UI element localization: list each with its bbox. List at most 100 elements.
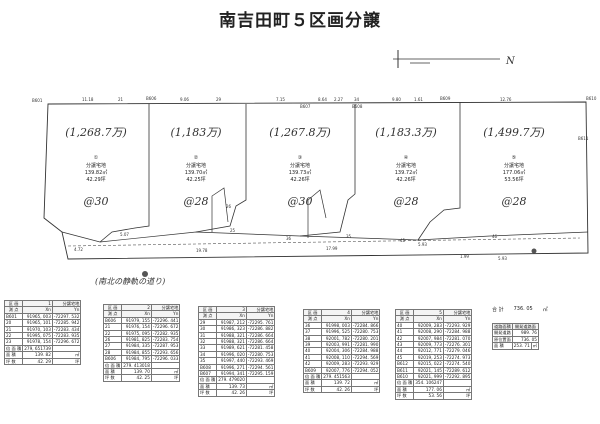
- point-label: 36: [286, 236, 292, 241]
- table-cell: 91987, 212: [216, 318, 247, 327]
- table-cell: 91996, 020: [216, 350, 247, 359]
- summary-header-cell: 開発道路面: [511, 322, 539, 331]
- dimension-label: 1.99: [460, 254, 469, 259]
- table-cell: 坪 数: [3, 357, 24, 366]
- table-cell: 92007, 984: [413, 334, 444, 343]
- table-cell: 91981, 825: [121, 335, 152, 344]
- table-cell: 91965, 101: [22, 319, 53, 327]
- lot-unit-price-note: @28: [394, 195, 419, 208]
- dimension-label: 17.99: [326, 246, 338, 251]
- table-cell: 倍 面 積: [3, 344, 24, 353]
- table-cell: 倍 面 積: [102, 361, 123, 370]
- summary-cell: 開発道路: [492, 329, 513, 337]
- lot-area: 139.72㎡: [395, 169, 418, 176]
- table-cell: -72296. 033: [150, 355, 181, 363]
- table-cell: -72294. 561: [245, 363, 276, 372]
- lot-use: 分譲宅地: [396, 162, 416, 169]
- lot-number: ④: [404, 155, 409, 161]
- table-cell: -72295. 761: [245, 318, 276, 327]
- road-line: [67, 237, 581, 247]
- table-cell: 92019, 253: [413, 353, 444, 362]
- table-cell: -72281. 990: [350, 340, 381, 349]
- dimension-label: 1.61: [414, 97, 423, 102]
- lot-number: ①: [94, 155, 99, 161]
- table-cell: 91997, 440: [216, 357, 247, 365]
- table-cell: B601: [3, 312, 24, 321]
- summary-header-cell: 道路面積: [492, 322, 513, 331]
- table-cell: 91976, 154: [121, 323, 152, 331]
- table-cell: -72280. 753: [245, 350, 276, 359]
- table-cell: -72289. 612: [442, 366, 473, 375]
- table-cell: 279. 479020: [216, 376, 247, 384]
- lot-tsubo: 42.29坪: [86, 176, 105, 183]
- boundary-point-label: B607: [300, 104, 311, 109]
- table-cell: B612: [394, 360, 415, 368]
- lot-area: 139.82㎡: [85, 169, 108, 176]
- table-cell: 139. 73: [216, 382, 247, 391]
- lot-tsubo: 42.26坪: [290, 176, 309, 183]
- table-cell: -72292. 895: [442, 373, 473, 381]
- table-cell: -72284. 988: [442, 328, 473, 336]
- table-cell: 分譲宅地: [350, 308, 381, 317]
- table-cell: -72280. 753: [350, 328, 381, 336]
- dimension-label: 2.27: [334, 97, 343, 102]
- table-cell: B611: [394, 366, 415, 375]
- table-cell: 279. 413018: [121, 361, 152, 370]
- summary-table: 道路面積 開発道路面 開発道路 989. 76 原位置面 736. 05 面 積…: [492, 322, 539, 350]
- dimension-label: 7.15: [276, 97, 285, 102]
- lot-price-note: (1,183万): [170, 126, 221, 139]
- table-cell: 坪: [245, 389, 276, 397]
- north-arrow-icon: [393, 50, 500, 68]
- table-cell: 倍 面 積: [394, 379, 415, 387]
- table-cell: -72279. 046: [442, 347, 473, 355]
- table-cell: 139. 70: [121, 368, 152, 376]
- marker-dot: [142, 271, 148, 277]
- site-boundary: [43, 101, 589, 260]
- table-cell: 92007, 776: [321, 366, 352, 375]
- lot-price-note: (1,267.8万): [269, 126, 331, 139]
- table-cell: B606: [102, 355, 123, 363]
- table-cell: -72296. 672: [51, 338, 82, 346]
- summary-total-value: 736. 05: [513, 306, 533, 312]
- lot-price-note: (1,183.3万): [375, 126, 437, 139]
- point-label: 46: [492, 234, 498, 239]
- boundary-point-label: B611: [578, 136, 589, 141]
- dimension-label: 9.06: [180, 97, 189, 102]
- table-cell: 92009, 283: [413, 321, 444, 330]
- summary-block: 合 計 736. 05 ㎡ 道路面積 開発道路面 開発道路 989. 76 原位…: [492, 306, 548, 350]
- summary-cell: 原位置面: [492, 335, 513, 344]
- marker-dot: [531, 248, 537, 254]
- table-cell: 279. 451563: [321, 373, 352, 381]
- dimension-label: 5.93: [418, 242, 427, 247]
- table-cell: -72283. 434: [51, 325, 82, 334]
- road-label: (南北の静軌の道り): [95, 277, 165, 286]
- table-cell: 91986, 323: [216, 325, 247, 333]
- dimension-label: 5.93: [498, 256, 507, 261]
- table-cell: 測 点: [3, 306, 24, 314]
- table-cell: 分譲宅地: [150, 303, 181, 312]
- table-cell: -72296. 441: [150, 316, 181, 325]
- table-cell: 坪: [51, 357, 82, 366]
- dimension-label: 8.64: [318, 97, 327, 102]
- table-cell: 92009, 283: [321, 360, 352, 368]
- table-cell: -72293. 929: [350, 360, 381, 368]
